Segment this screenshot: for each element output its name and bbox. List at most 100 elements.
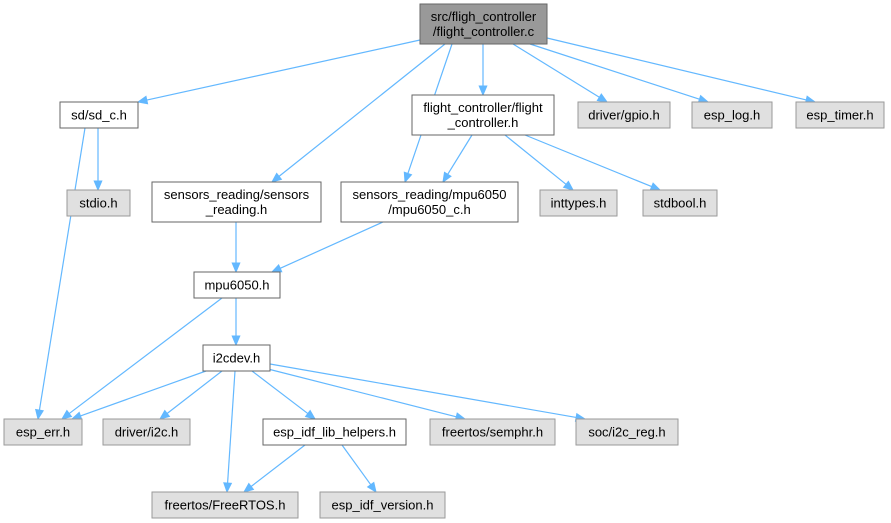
edge-mpu6050_c-to-mpu6050: [270, 221, 384, 273]
node-label: i2cdev.h: [213, 351, 260, 366]
edge-fc_header-to-stdbool: [524, 134, 662, 191]
edge-mpu6050-to-i2cdev: [231, 298, 241, 347]
node-box: [577, 101, 671, 129]
node-box[interactable]: [193, 271, 281, 299]
edge-line: [279, 221, 384, 269]
edge-line: [251, 370, 309, 415]
node-label: stdio.h: [79, 196, 117, 211]
edge-arrowhead: [270, 172, 283, 183]
edge-i2cdev-to-freertos: [223, 370, 236, 494]
edge-arrowhead: [231, 262, 241, 274]
edge-arrowhead: [93, 180, 103, 192]
node-label: esp_err.h: [16, 425, 70, 440]
edge-root-to-sensors_reading: [270, 43, 446, 183]
edge-root-to-esp_log: [529, 43, 710, 104]
node-label: driver/i2c.h: [115, 425, 179, 440]
edge-arrowhead: [270, 263, 283, 273]
node-inttypes: inttypes.h: [539, 189, 618, 217]
node-box[interactable]: [340, 181, 519, 223]
node-label: soc/i2c_reg.h: [588, 425, 665, 440]
edge-arrowhead: [223, 482, 233, 494]
edge-i2cdev-to-driver_i2c: [158, 370, 223, 420]
node-label: sensors_reading/sensors: [164, 187, 310, 202]
node-box: [575, 418, 679, 446]
edge-arrowhead: [242, 482, 255, 493]
node-box: [151, 491, 299, 519]
node-label: inttypes.h: [551, 196, 607, 211]
edge-arrowhead: [649, 182, 662, 191]
node-label: esp_idf_version.h: [332, 498, 434, 513]
node-sd[interactable]: sd/sd_c.h: [59, 101, 139, 129]
node-fc-header[interactable]: flight_controller/flight_controller.h: [411, 94, 555, 136]
node-box: [691, 101, 773, 129]
edge-sd-to-stdio: [93, 128, 103, 192]
node-esp-timer: esp_timer.h: [795, 101, 885, 129]
node-semphr: freertos/semphr.h: [429, 418, 556, 446]
node-box: [642, 189, 718, 217]
edge-arrowhead: [231, 335, 241, 347]
edge-line: [546, 37, 807, 101]
node-box[interactable]: [151, 181, 322, 223]
edge-arrowhead: [304, 409, 317, 420]
edge-line: [146, 39, 421, 101]
node-stdio: stdio.h: [66, 189, 131, 217]
edge-line: [278, 43, 446, 177]
edge-i2cdev-to-i2c_reg: [269, 363, 587, 422]
edge-arrowhead: [60, 409, 73, 420]
edge-line: [447, 134, 473, 175]
edge-arrowhead: [136, 95, 149, 105]
node-label: _reading.h: [205, 202, 267, 217]
node-label: /flight_controller.c: [433, 24, 535, 39]
edge-arrowhead: [70, 411, 83, 421]
edge-i2cdev-to-semphr: [267, 368, 467, 422]
edge-mpu6050-to-esp_err: [60, 297, 223, 420]
node-box[interactable]: [262, 418, 407, 446]
node-esp-err: esp_err.h: [3, 418, 83, 446]
edge-arrowhead: [478, 85, 488, 97]
edge-line: [269, 363, 577, 419]
node-gpio: driver/gpio.h: [577, 101, 671, 129]
edge-line: [341, 444, 372, 486]
node-i2cdev[interactable]: i2cdev.h: [202, 344, 271, 372]
edge-root-to-sd: [136, 39, 421, 105]
node-label: src/fligh_controller: [431, 9, 537, 24]
nodes-layer: src/fligh_controller/flight_controller.c…: [3, 3, 885, 519]
node-box: [102, 418, 191, 446]
edge-line: [38, 127, 86, 411]
node-mpu6050[interactable]: mpu6050.h: [193, 271, 281, 299]
node-box[interactable]: [411, 94, 555, 136]
node-freertos: freertos/FreeRTOS.h: [151, 491, 299, 519]
node-label: mpu6050.h: [204, 278, 269, 293]
edge-lib_helpers-to-idf_version: [341, 444, 377, 494]
edge-lib_helpers-to-freertos: [242, 444, 306, 493]
node-box: [795, 101, 885, 129]
node-box: [3, 418, 83, 446]
node-label: freertos/semphr.h: [442, 425, 543, 440]
node-box[interactable]: [59, 101, 139, 129]
edge-fc_header-to-inttypes: [504, 134, 574, 191]
edge-root-to-gpio: [512, 43, 609, 103]
edge-arrowhead: [596, 93, 609, 103]
edge-arrowhead: [35, 408, 45, 421]
node-sensors-reading[interactable]: sensors_reading/sensors_reading.h: [151, 181, 322, 223]
edge-line: [226, 370, 236, 484]
edge-line: [267, 368, 457, 418]
edge-line: [512, 43, 600, 98]
node-lib-helpers[interactable]: esp_idf_lib_helpers.h: [262, 418, 407, 446]
edge-line: [524, 134, 652, 188]
node-label: _controller.h: [447, 115, 519, 130]
node-label: sensors_reading/mpu6050: [353, 187, 507, 202]
node-label: flight_controller/flight: [423, 100, 543, 115]
node-box: [419, 3, 548, 45]
node-driver-i2c: driver/i2c.h: [102, 418, 191, 446]
node-label: sd/sd_c.h: [71, 108, 127, 123]
edge-line: [529, 43, 700, 100]
node-mpu6050-c[interactable]: sensors_reading/mpu6050/mpu6050_c.h: [340, 181, 519, 223]
node-box[interactable]: [202, 344, 271, 372]
node-stdbool: stdbool.h: [642, 189, 718, 217]
edge-line: [80, 370, 207, 417]
edge-sensors_reading-to-mpu6050: [231, 222, 241, 274]
edge-i2cdev-to-esp_err: [70, 370, 207, 421]
edge-i2cdev-to-lib_helpers: [251, 370, 317, 420]
